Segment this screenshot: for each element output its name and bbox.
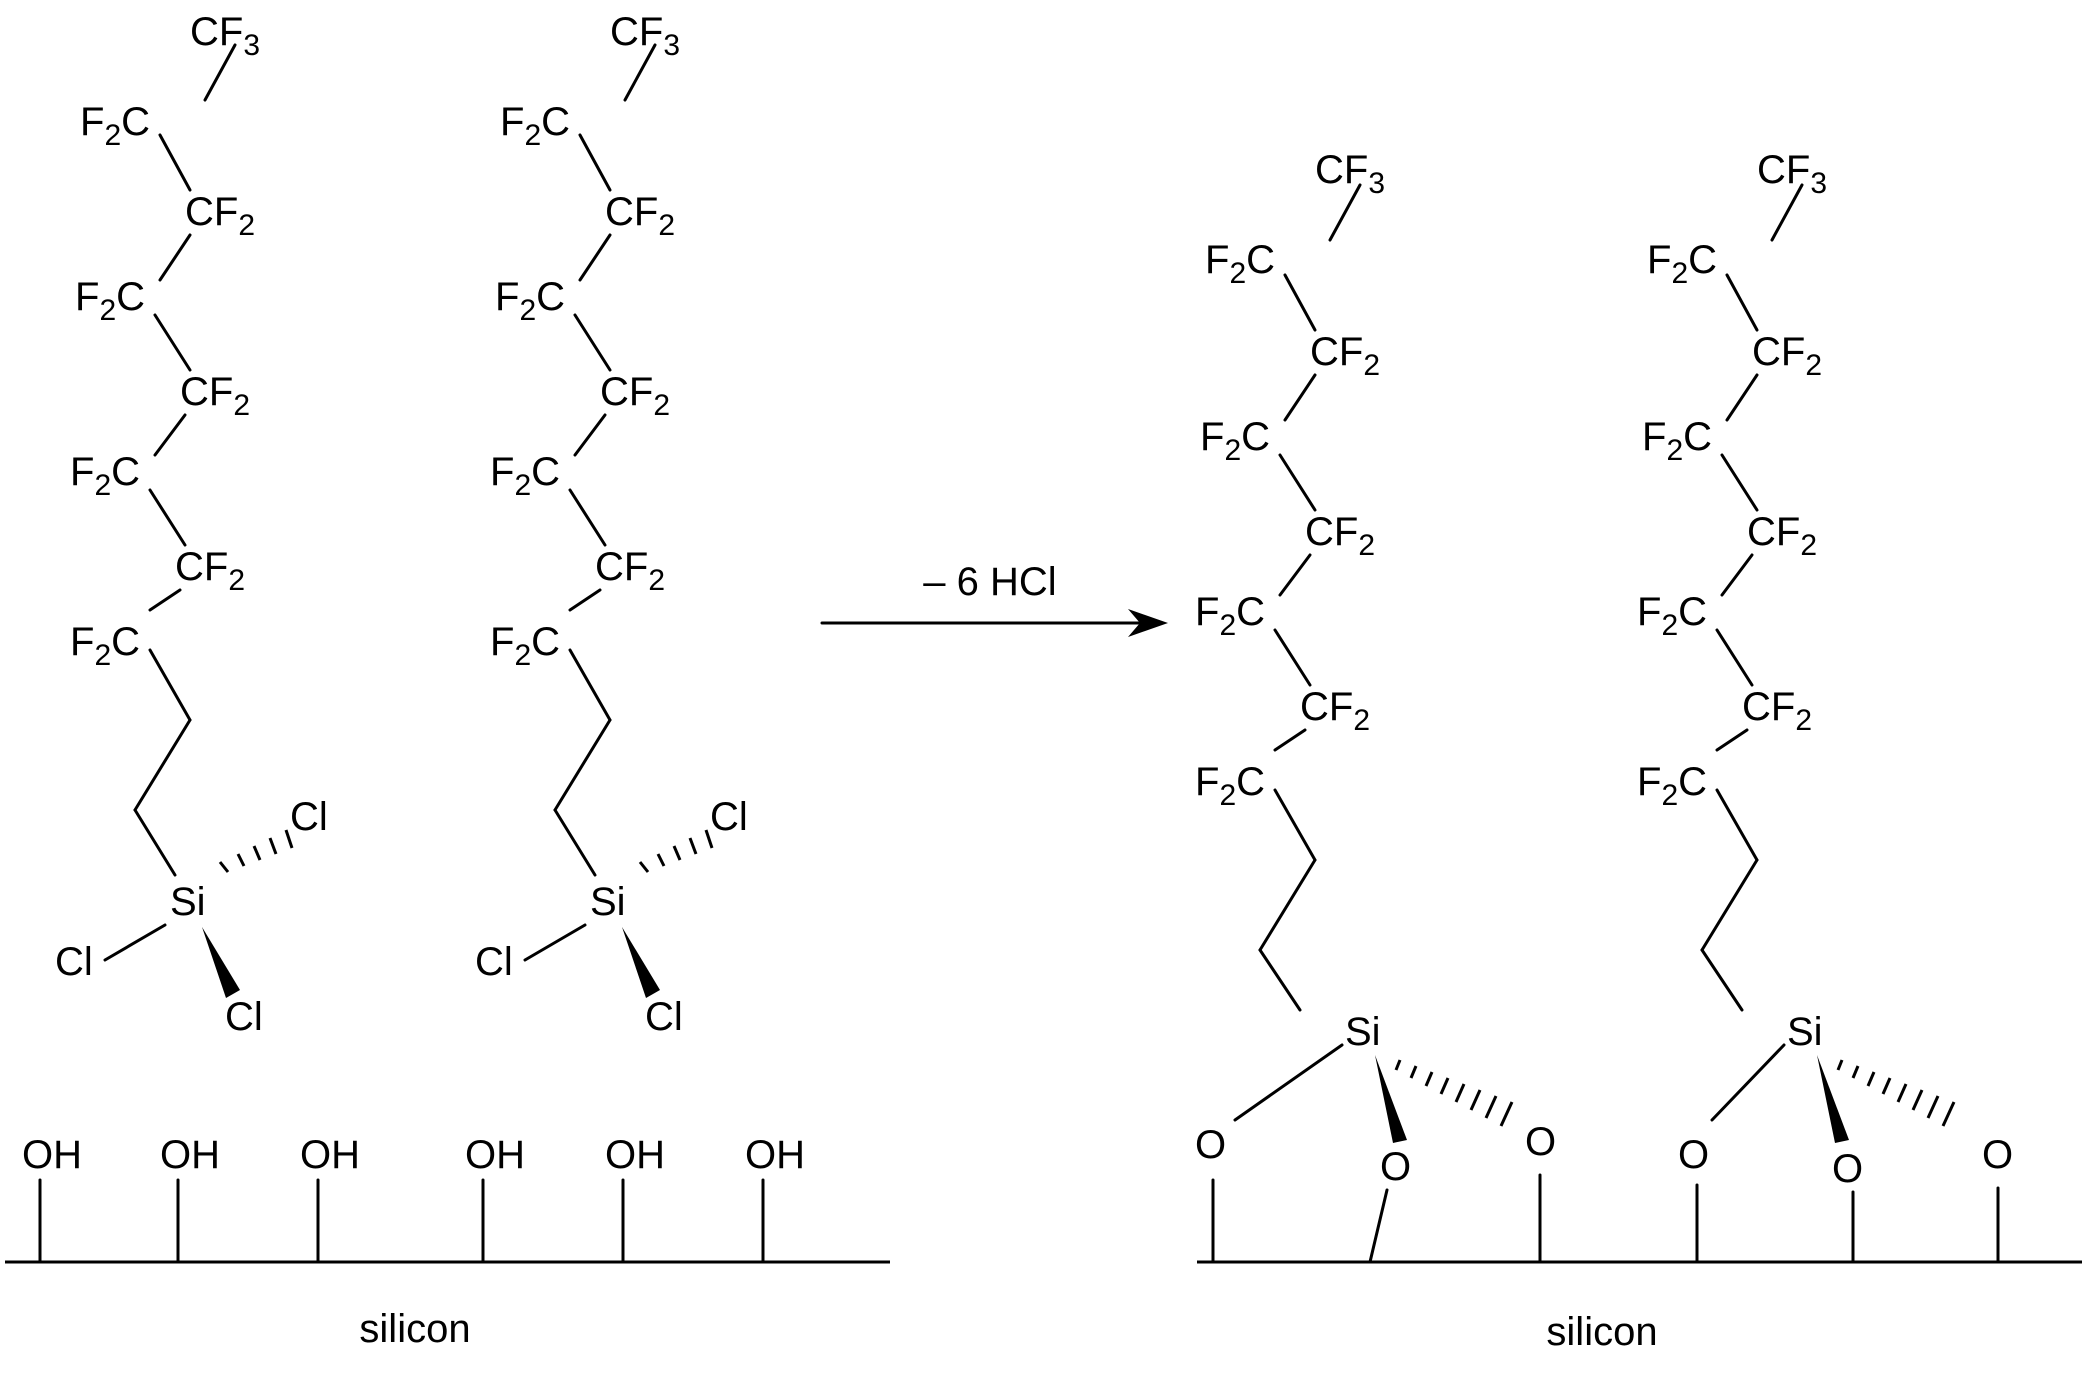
atom-f2c: F2C <box>490 450 560 502</box>
atom-f2c: F2C <box>70 620 140 672</box>
atom-cf2: CF2 <box>595 545 665 597</box>
siloxane-anchor-1: Si O O O <box>1195 1010 1556 1264</box>
atom-o: O <box>1982 1133 2013 1177</box>
product-molecule-1: CF3 F2C CF2 F2C CF2 F2C CF2 F2C <box>1195 148 1385 1012</box>
atom-si: Si <box>1787 1010 1823 1054</box>
atom-cf2: CF2 <box>1300 685 1370 737</box>
siloxane-anchor-2: Si O O O <box>1678 1010 2013 1264</box>
atom-cf2: CF2 <box>1305 510 1375 562</box>
atom-f2c: F2C <box>1642 415 1712 467</box>
reactant-molecule-1: CF3 F2C CF2 F2C CF2 F2C CF2 F2C Si Cl Cl… <box>55 10 328 1039</box>
atom-o: O <box>1525 1120 1556 1164</box>
molecule-atom-labels: CF3 F2C CF2 F2C CF2 F2C CF2 F2C Si Cl Cl… <box>475 10 748 1039</box>
atom-cl: Cl <box>290 795 328 839</box>
atom-cf3: CF3 <box>610 10 680 62</box>
hydroxylated-silicon-surface: OH OH OH OH OH OH silicon <box>5 1133 890 1351</box>
reaction-arrow: – 6 HCl <box>820 560 1168 637</box>
atom-cf2: CF2 <box>605 190 675 242</box>
molecule-bonds <box>1700 183 1804 1012</box>
atom-cf2: CF2 <box>175 545 245 597</box>
surface-label: silicon <box>1546 1310 1657 1354</box>
atom-f2c: F2C <box>490 620 560 672</box>
atom-f2c: F2C <box>1205 238 1275 290</box>
atom-o: O <box>1832 1147 1863 1191</box>
atom-cl: Cl <box>225 995 263 1039</box>
atom-si: Si <box>170 880 206 924</box>
atom-cl: Cl <box>55 940 93 984</box>
atom-cf3: CF3 <box>1757 148 1827 200</box>
atom-oh: OH <box>300 1133 360 1177</box>
atom-f2c: F2C <box>70 450 140 502</box>
atom-cf2: CF2 <box>1742 685 1812 737</box>
surface-label: silicon <box>359 1307 470 1351</box>
atom-f2c: F2C <box>75 275 145 327</box>
reaction-condition: – 6 HCl <box>923 560 1056 604</box>
grafted-silicon-surface: Si O O O Si <box>1195 1010 2082 1354</box>
molecule-atom-labels: CF3 F2C CF2 F2C CF2 F2C CF2 F2C <box>1637 148 1827 812</box>
atom-cf2: CF2 <box>180 370 250 422</box>
hashed-wedge-bond <box>638 829 714 873</box>
atom-f2c: F2C <box>1195 760 1265 812</box>
atom-si: Si <box>1345 1010 1381 1054</box>
atom-cf2: CF2 <box>1310 330 1380 382</box>
atom-oh: OH <box>160 1133 220 1177</box>
atom-o: O <box>1195 1123 1226 1167</box>
product-molecule-2: CF3 F2C CF2 F2C CF2 F2C CF2 F2C <box>1637 148 1827 1012</box>
atom-f2c: F2C <box>500 100 570 152</box>
atom-cf2: CF2 <box>600 370 670 422</box>
atom-oh: OH <box>22 1133 82 1177</box>
atom-f2c: F2C <box>1637 590 1707 642</box>
atom-oh: OH <box>745 1133 805 1177</box>
atom-f2c: F2C <box>495 275 565 327</box>
molecule-atom-labels: CF3 F2C CF2 F2C CF2 F2C CF2 F2C <box>1195 148 1385 812</box>
arrow-head-icon <box>1128 609 1168 637</box>
atom-oh: OH <box>465 1133 525 1177</box>
atom-f2c: F2C <box>1647 238 1717 290</box>
atom-cf2: CF2 <box>1752 330 1822 382</box>
atom-f2c: F2C <box>80 100 150 152</box>
atom-cf3: CF3 <box>190 10 260 62</box>
hashed-wedge-bond <box>218 829 294 873</box>
atom-f2c: F2C <box>1637 760 1707 812</box>
atom-cf2: CF2 <box>1747 510 1817 562</box>
atom-cl: Cl <box>645 995 683 1039</box>
molecule-bonds <box>523 43 714 998</box>
atom-o: O <box>1380 1145 1411 1189</box>
atom-f2c: F2C <box>1200 415 1270 467</box>
atom-cf3: CF3 <box>1315 148 1385 200</box>
hydroxyl-groups: OH OH OH OH OH OH <box>22 1133 805 1264</box>
atom-cl: Cl <box>710 795 748 839</box>
atom-oh: OH <box>605 1133 665 1177</box>
atom-f2c: F2C <box>1195 590 1265 642</box>
atom-cl: Cl <box>475 940 513 984</box>
molecule-bonds <box>1258 183 1362 1012</box>
atom-o: O <box>1678 1133 1709 1177</box>
molecule-atom-labels: CF3 F2C CF2 F2C CF2 F2C CF2 F2C Si Cl Cl… <box>55 10 328 1039</box>
atom-si: Si <box>590 880 626 924</box>
atom-cf2: CF2 <box>185 190 255 242</box>
reactant-molecule-2: CF3 F2C CF2 F2C CF2 F2C CF2 F2C Si Cl Cl… <box>475 10 748 1039</box>
molecule-bonds <box>103 43 294 998</box>
hashed-wedge-bond <box>1394 1059 1514 1127</box>
hashed-wedge-bond <box>1836 1059 1956 1127</box>
